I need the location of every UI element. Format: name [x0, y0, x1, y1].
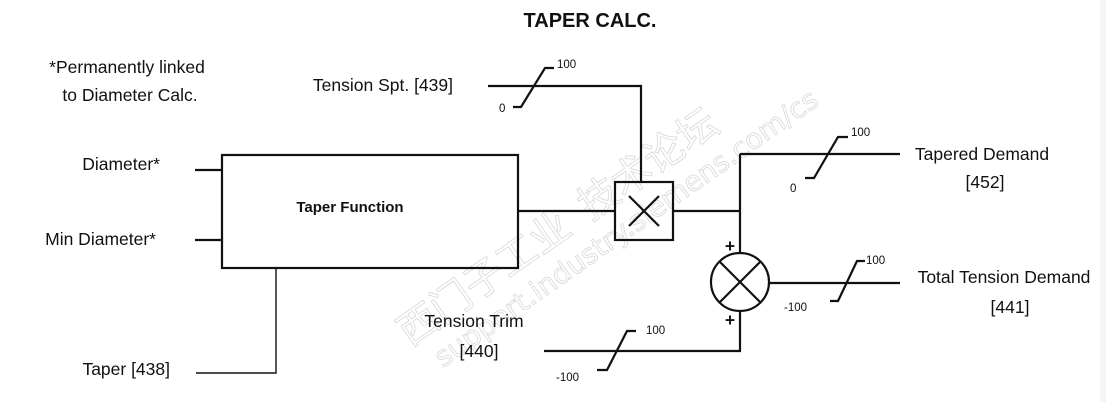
limiter-min-label: 0	[499, 103, 505, 115]
page-edge	[1100, 0, 1106, 402]
taper-function-label: Taper Function	[296, 199, 403, 216]
tension-trim-label: Tension Trim	[424, 311, 523, 331]
limiter-max-label: 100	[557, 59, 576, 71]
limiter-curve	[597, 329, 636, 372]
tapered-demand-label: Tapered Demand	[915, 144, 1049, 164]
tension-trim-param: [440]	[460, 341, 499, 361]
tension-spt-wire	[488, 84, 643, 181]
limiter-max-label: 100	[851, 127, 870, 139]
total-tension-param: [441]	[991, 297, 1030, 317]
limiter-curve	[830, 259, 865, 303]
tension-trim-limiter: 100 -100	[556, 325, 665, 384]
limiter-max-label: 100	[866, 255, 885, 267]
tension-trim-wire	[544, 311, 742, 353]
taper-wire	[196, 268, 277, 374]
tension-spt-label: Tension Spt. [439]	[313, 75, 453, 95]
total-tension-label: Total Tension Demand	[918, 267, 1091, 287]
limiter-curve	[513, 66, 554, 109]
total-tension-limiter: 100 -100	[784, 255, 885, 314]
summer-top-sign: +	[725, 236, 735, 256]
tension-spt-limiter: 100 0	[499, 59, 576, 115]
tapered-demand-limiter: 100 0	[790, 127, 870, 195]
limiter-min-label: 0	[790, 183, 796, 195]
multiply-icon-stroke-2	[628, 195, 660, 227]
limiter-min-label: -100	[556, 372, 579, 384]
tapered-demand-param: [452]	[966, 172, 1005, 192]
diameter-label: Diameter*	[82, 154, 160, 174]
watermark: 西门子工业 技术论坛 support.industry.siemens.com/…	[389, 82, 825, 374]
taper-label: Taper [438]	[82, 359, 170, 379]
note-line-1: *Permanently linked	[49, 57, 205, 77]
diagram-title: TAPER CALC.	[524, 10, 657, 32]
limiter-max-label: 100	[646, 325, 665, 337]
note-line-2: to Diameter Calc.	[62, 85, 197, 105]
summer-bottom-sign: +	[725, 310, 735, 330]
min-diameter-label: Min Diameter*	[45, 229, 156, 249]
sum-icon-stroke-2	[719, 261, 761, 303]
limiter-curve	[805, 135, 848, 180]
limiter-min-label: -100	[784, 302, 807, 314]
